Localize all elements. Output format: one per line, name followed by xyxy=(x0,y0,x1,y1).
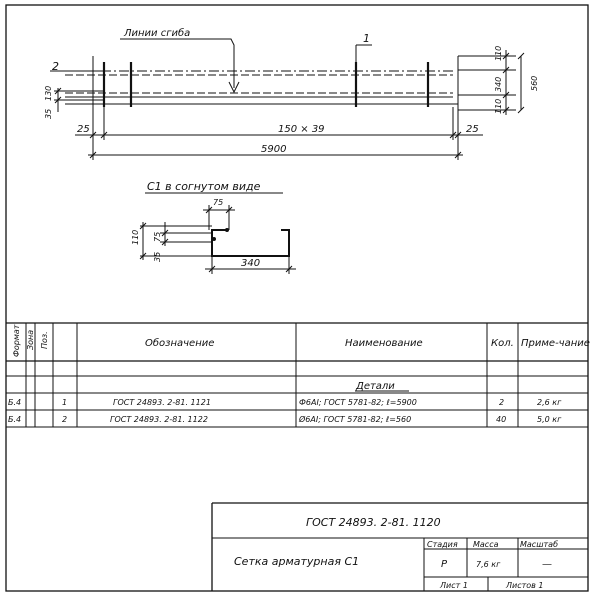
bend-lines-label: Линии сгиба xyxy=(123,27,190,39)
row-pos: 2 xyxy=(62,415,67,424)
header-note: Приме-чание xyxy=(521,338,590,349)
sheets-label: Листов 1 xyxy=(505,581,544,590)
section-title-details: Детали xyxy=(355,381,395,392)
title-block-code: ГОСТ 24893. 2-81. 1120 xyxy=(306,516,441,529)
dim-25-left: 25 xyxy=(77,124,90,135)
bent-dim-340: 340 xyxy=(241,258,260,269)
stage-value: Р xyxy=(441,559,448,570)
position-2-label: 2 xyxy=(52,60,59,73)
header-pos: Поз. xyxy=(40,331,49,349)
table-row: Б.4 2 ГОСТ 24893. 2-81. 1122 Ø6АI; ГОСТ … xyxy=(8,414,562,424)
table-row: Б.4 1 ГОСТ 24893. 2-81. 1121 Ф6АI; ГОСТ … xyxy=(8,398,562,407)
dim-110-bottom: 110 xyxy=(494,99,503,114)
mass-label: Масса xyxy=(473,540,499,549)
dim-150x39: 150 × 39 xyxy=(278,124,325,135)
row-name: Ø6АI; ГОСТ 5781-82; ℓ=560 xyxy=(298,414,411,424)
row-qty: 2 xyxy=(499,398,504,407)
header-designation: Обозначение xyxy=(145,337,214,349)
title-block-name: Сетка арматурная С1 xyxy=(234,555,359,568)
sheet-label: Лист 1 xyxy=(439,581,468,590)
position-1-label: 1 xyxy=(363,32,370,45)
row-qty: 40 xyxy=(496,415,506,424)
stage-label: Стадия xyxy=(427,540,458,549)
header-zone: Зона xyxy=(26,330,35,350)
dim-560: 560 xyxy=(530,76,539,91)
header-qty: Кол. xyxy=(491,338,514,349)
row-format: Б.4 xyxy=(8,415,21,424)
dim-5900: 5900 xyxy=(261,144,286,155)
sheet-frame xyxy=(5,4,589,592)
mesh-drawing xyxy=(50,38,525,160)
dim-110-top: 110 xyxy=(494,46,503,61)
scale-label: Масштаб xyxy=(520,540,558,549)
bent-dim-110: 110 xyxy=(131,230,140,245)
mass-value: 7,6 кг xyxy=(476,560,501,569)
row-designation: ГОСТ 24893. 2-81. 1122 xyxy=(110,415,208,424)
row-note: 5,0 кг xyxy=(537,415,562,424)
row-designation: ГОСТ 24893. 2-81. 1121 xyxy=(113,398,211,407)
scale-value: — xyxy=(542,559,552,570)
bent-dim-75: 75 xyxy=(153,232,162,242)
dim-130: 130 xyxy=(44,86,53,101)
dim-35: 35 xyxy=(44,109,53,119)
row-name: Ф6АI; ГОСТ 5781-82; ℓ=5900 xyxy=(299,398,417,407)
spec-table xyxy=(6,322,588,428)
title-block xyxy=(211,502,588,591)
bent-view-drawing xyxy=(139,205,296,274)
row-format: Б.4 xyxy=(8,398,21,407)
bent-view-title: С1 в согнутом виде xyxy=(147,180,261,193)
bent-dim-35: 35 xyxy=(153,252,162,262)
bent-dim-75-top: 75 xyxy=(213,198,223,207)
row-pos: 1 xyxy=(62,398,67,407)
header-name: Наименование xyxy=(345,338,423,349)
bent-profile xyxy=(211,229,290,257)
header-format: Формат xyxy=(12,324,21,357)
transverse-bars xyxy=(102,62,430,107)
dim-25-right: 25 xyxy=(466,124,479,135)
row-note: 2,6 кг xyxy=(537,398,562,407)
dim-340: 340 xyxy=(494,77,503,92)
